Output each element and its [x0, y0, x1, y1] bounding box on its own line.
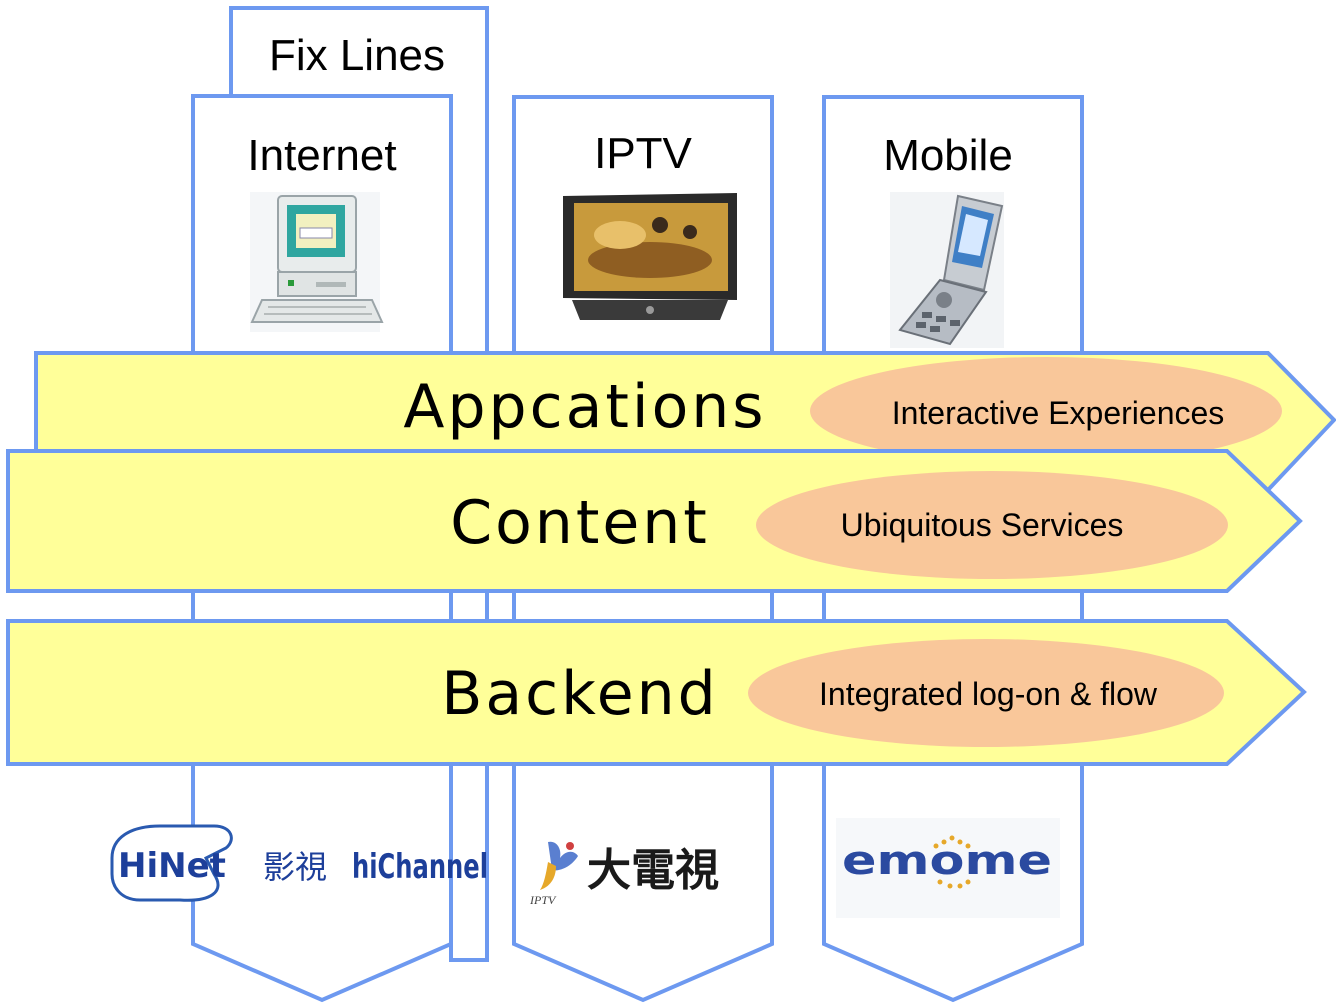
iptv-logo: 大電視 IPTV	[529, 841, 719, 907]
emome-logo: emome	[836, 818, 1060, 918]
hinet-cjk-text: 影視	[263, 848, 327, 886]
content-label: Content	[450, 488, 710, 558]
hichannel-logo: hiChannel	[352, 847, 488, 887]
interactive-experiences-text: Interactive Experiences	[892, 395, 1225, 431]
desktop-computer-icon	[250, 192, 384, 332]
emome-wordmark: emome	[842, 838, 1052, 884]
content-band: Content Ubiquitous Services	[6, 449, 1303, 593]
hinet-logo: HiNet 影視	[110, 824, 327, 902]
integrated-logon-text: Integrated log-on & flow	[819, 676, 1158, 712]
backend-label: Backend	[441, 659, 719, 729]
iptv-label: IPTV	[594, 129, 692, 178]
ubiquitous-services-text: Ubiquitous Services	[841, 507, 1124, 543]
integrated-logon-badge: Integrated log-on & flow	[748, 639, 1224, 747]
fix-lines-label: Fix Lines	[269, 31, 445, 80]
television-icon	[560, 190, 740, 322]
mobile-label: Mobile	[883, 131, 1013, 180]
hinet-wordmark: HiNet	[118, 846, 226, 886]
backend-band: Backend Integrated log-on & flow	[6, 619, 1307, 766]
internet-label: Internet	[247, 131, 396, 180]
hichannel-wordmark: hiChannel	[352, 847, 488, 887]
applications-label: Appcations	[403, 372, 766, 442]
iptv-small-text: IPTV	[529, 893, 557, 907]
ubiquitous-services-badge: Ubiquitous Services	[756, 471, 1228, 579]
fix-lines-column: Fix Lines	[229, 6, 489, 962]
flip-phone-icon	[890, 192, 1004, 348]
iptv-cjk-text: 大電視	[587, 845, 719, 896]
interactive-experiences-badge: Interactive Experiences	[810, 357, 1282, 465]
